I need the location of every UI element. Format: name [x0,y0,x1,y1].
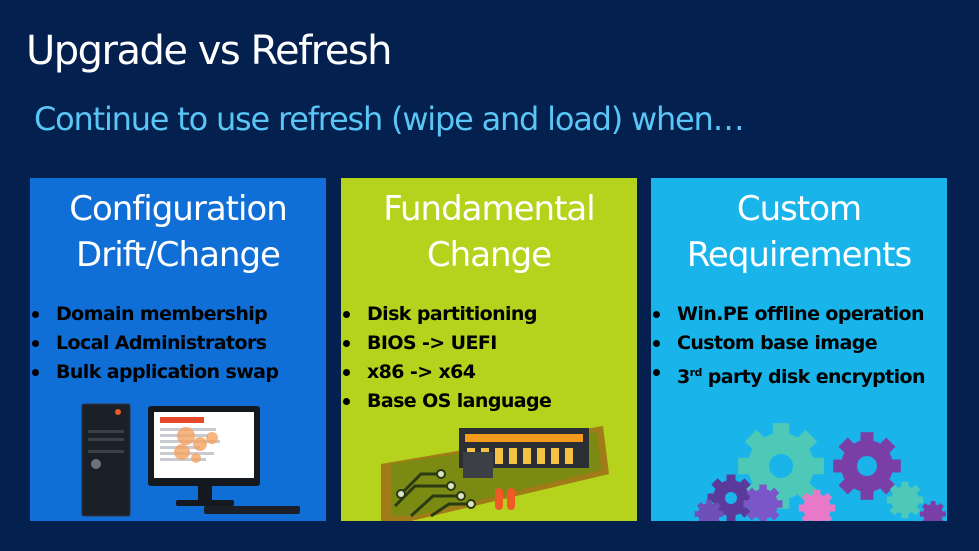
panel-custom-requirements: Custom Requirements Win.PE offline opera… [651,178,947,521]
bullet-item: Local Administrators [30,329,326,358]
panel-title: Fundamental Change [341,186,637,278]
panel-title-line-1: Configuration [69,189,288,229]
bullet-list: Domain membership Local Administrators B… [30,300,326,387]
slide-title: Upgrade vs Refresh [26,28,393,74]
bullet-item: BIOS -> UEFI [341,329,637,358]
bullet-list: Win.PE offline operation Custom base ima… [651,300,947,388]
bullet-list: Disk partitioning BIOS -> UEFI x86 -> x6… [341,300,637,416]
panel-title-line-1: Custom [736,189,862,229]
panel-fundamental-change: Fundamental Change Disk partitioning BIO… [341,178,637,521]
gears-illustration [694,423,946,521]
panel-title-line-2: Change [426,235,552,275]
bullet-item: x86 -> x64 [341,358,637,387]
panel-title-line-2: Requirements [686,235,912,275]
computer-illustration [81,403,300,517]
bullet-superscript: rd [689,366,703,379]
panel-configuration-drift: Configuration Drift/Change Domain member… [30,178,326,521]
panel-title-line-2: Drift/Change [76,235,281,275]
bullet-item: Custom base image [651,329,947,358]
bullet-text: party disk encryption [707,366,926,388]
bullet-item: Domain membership [30,300,326,329]
panel-title: Custom Requirements [651,186,947,278]
bullet-item: Base OS language [341,387,637,416]
panel-title: Configuration Drift/Change [30,186,326,278]
bullet-item: Bulk application swap [30,358,326,387]
bullet-item: Win.PE offline operation [651,300,947,329]
bullet-item: Disk partitioning [341,300,637,329]
circuit-board-illustration [381,426,609,521]
bullet-item: 3rd party disk encryption [651,358,947,388]
slide-subtitle: Continue to use refresh (wipe and load) … [34,100,745,138]
panel-title-line-1: Fundamental [383,189,595,229]
bullet-number: 3 [677,366,690,388]
